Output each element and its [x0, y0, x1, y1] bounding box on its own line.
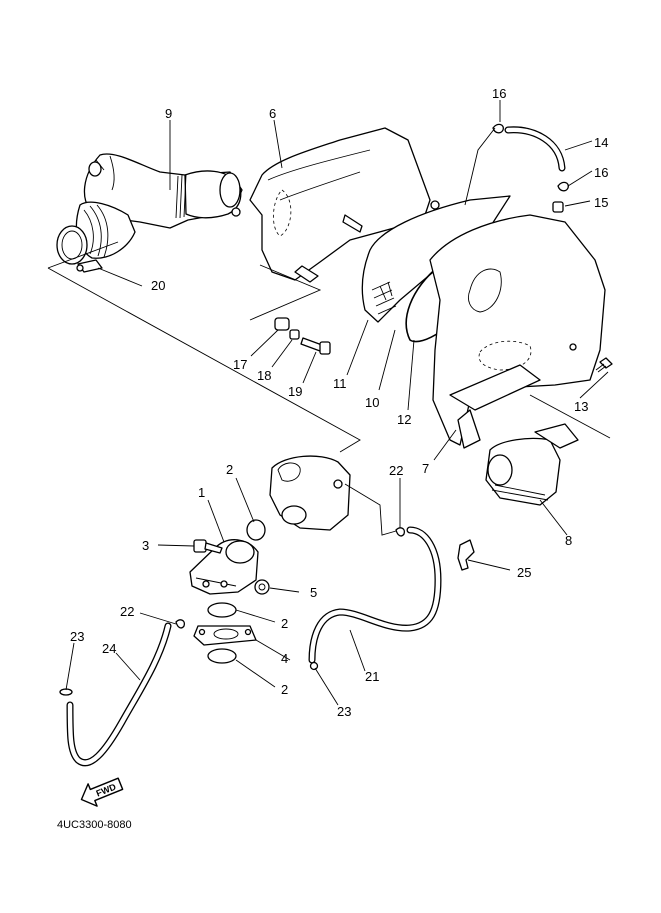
callout-23-left: 23	[70, 629, 84, 644]
part-3-bolt	[193, 539, 223, 554]
callout-21: 21	[365, 669, 379, 684]
part-22-clip-b	[395, 527, 406, 537]
part-1-manifold	[189, 539, 259, 595]
part-24-hose	[66, 622, 172, 767]
fwd-arrow: FWD	[80, 777, 124, 807]
part-2-oring-b	[207, 602, 237, 618]
callout-6: 6	[269, 106, 276, 121]
callout-17: 17	[233, 357, 247, 372]
part-25-clip	[457, 539, 475, 571]
part-7-main-case	[429, 214, 606, 449]
callout-11: 11	[333, 376, 347, 391]
part-6-case-half	[231, 127, 440, 283]
part-5-nut	[254, 579, 270, 595]
callout-22-left: 22	[120, 604, 134, 619]
callout-4: 4	[281, 651, 288, 666]
callout-24: 24	[102, 641, 116, 656]
callout-16-right: 16	[594, 165, 608, 180]
part-13-screw	[595, 357, 613, 373]
callout-25: 25	[517, 565, 531, 580]
callout-22-right: 22	[389, 463, 403, 478]
throttle-body-reference	[269, 455, 351, 531]
part-2-oring-c	[207, 648, 237, 664]
assembly-lines	[47, 127, 611, 536]
callout-2-bottom: 2	[281, 682, 288, 697]
part-16-clip-a	[492, 123, 504, 134]
callout-12: 12	[397, 412, 411, 427]
callout-9: 9	[165, 106, 172, 121]
callout-20: 20	[151, 278, 165, 293]
part-2-oring-a	[246, 519, 266, 541]
callout-5: 5	[310, 585, 317, 600]
callout-3: 3	[142, 538, 149, 553]
callout-8: 8	[565, 533, 572, 548]
callout-23-right: 23	[337, 704, 351, 719]
callout-1: 1	[198, 485, 205, 500]
callout-15: 15	[594, 195, 608, 210]
callout-labels: 9 6 16 14 16 15 20 17 18 19 11 10 12 7 1…	[70, 86, 608, 719]
callout-14: 14	[594, 135, 608, 150]
part-17-collar	[274, 317, 290, 331]
callout-10: 10	[365, 395, 379, 410]
callout-2-top: 2	[226, 462, 233, 477]
callout-18: 18	[257, 368, 271, 383]
diagram-code: 4UC3300-8080	[57, 819, 132, 831]
part-19-bolt	[300, 337, 331, 355]
callout-7: 7	[422, 461, 429, 476]
part-20-hose-clamp	[76, 259, 103, 273]
part-21-hose	[308, 526, 442, 664]
part-8-outlet-duct	[485, 423, 579, 506]
part-18-grommet	[289, 329, 300, 340]
part-9-intake-duct	[56, 153, 243, 265]
part-4-insulator	[193, 625, 257, 646]
callout-19: 19	[288, 384, 302, 399]
part-23-clip-b	[309, 661, 319, 671]
part-16-clip-b	[557, 181, 569, 192]
part-15-cap	[552, 201, 564, 213]
callout-16-top: 16	[492, 86, 506, 101]
part-14-hose	[504, 126, 566, 172]
callout-2-mid: 2	[281, 616, 288, 631]
part-22-clip-a	[175, 619, 186, 629]
callout-13: 13	[574, 399, 588, 414]
leader-lines	[65, 100, 609, 706]
